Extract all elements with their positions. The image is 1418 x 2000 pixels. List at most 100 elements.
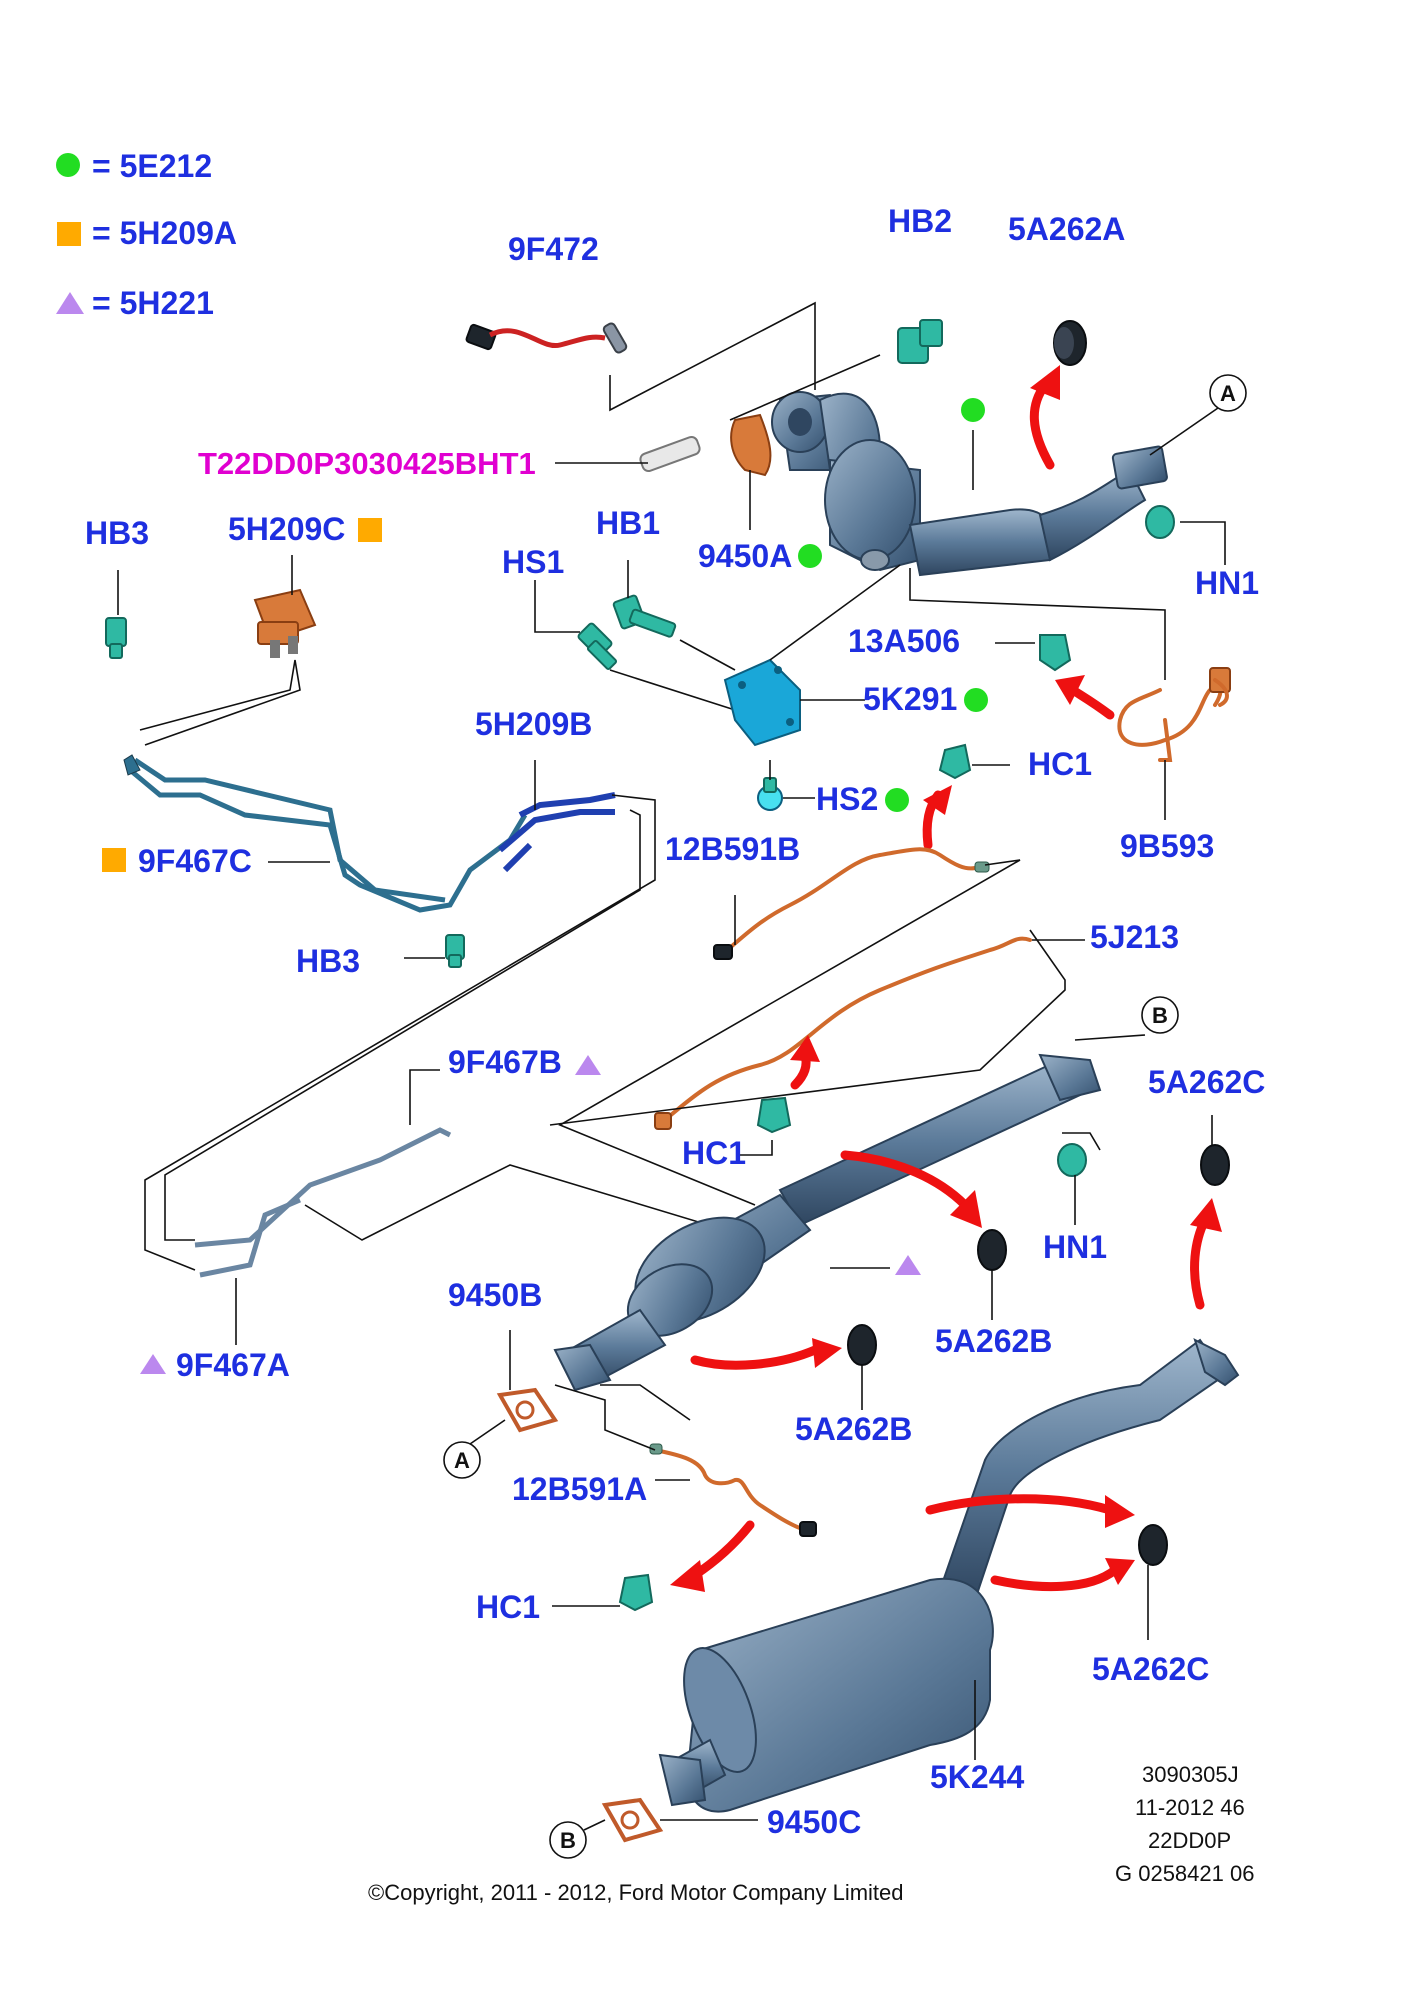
label-HN1-top: HN1 [1195,565,1259,601]
part-9F467B-tube [194,1127,452,1278]
part-9F472-sensor [465,322,628,354]
marker-green-HS2 [885,788,909,812]
arrow-to-5A262C-bottom-2 [990,1558,1135,1592]
label-5J213: 5J213 [1090,919,1179,955]
marker-violet-DPF [895,1255,921,1275]
label-5A262B-left: 5A262B [795,1411,912,1447]
ref-line-2: 11-2012 46 [1135,1795,1245,1820]
marker-green-5K291 [964,688,988,712]
label-5A262C-bottom: 5A262C [1092,1651,1209,1687]
part-HC1-mid-clip [756,1096,792,1134]
label-HC1-top: HC1 [1028,746,1092,782]
label-5H209B: 5H209B [475,706,592,742]
marker-violet-9F467A [140,1354,166,1374]
part-HN1-mid-hanger [1057,1143,1087,1177]
part-9F467C-tubes [123,754,528,913]
part-13A506-clip [1039,634,1072,672]
part-5K291-bracket [723,658,801,747]
part-catalytic-converter [771,391,1168,577]
marker-orange-9F467C [102,848,126,872]
part-HC1-top-clip [938,743,972,780]
arrow-to-5A262B-left [690,1338,842,1370]
marker-orange-5H209C [358,518,382,542]
arrow-to-5A262C-bottom-1 [925,1494,1135,1528]
leader-bracket-9F472 [609,301,816,412]
label-HB1: HB1 [596,505,660,541]
legend-5H221: = 5H221 [92,285,214,321]
part-9450C-gasket [601,1797,664,1843]
arrow-to-13A506 [1055,675,1115,720]
part-5A262B-left-mount [847,1324,877,1366]
legend: = 5E212 = 5H209A = 5H221 [56,148,237,321]
part-5A262B-right-mount [977,1229,1007,1271]
part-DPF-mid-pipe [553,1053,1102,1392]
svg-text:B: B [1152,1003,1168,1028]
legend-green-dot-icon [56,153,80,177]
legend-5E212: = 5E212 [92,148,212,184]
part-5K244-rear-muffler [658,1338,1240,1813]
label-5K244: 5K244 [930,1759,1025,1795]
label-9450A: 9450A [698,538,792,574]
part-12B591A-sensor [649,1443,817,1537]
arrow-to-5A262A [1029,365,1060,470]
label-5H209C: 5H209C [228,511,345,547]
part-12B591B-sensor [713,847,990,960]
part-HB3-top-bolt [105,617,127,659]
marker-violet-9F467B [575,1055,601,1075]
label-9450B: 9450B [448,1277,542,1313]
part-HB3-bottom-bolt [445,934,465,968]
arrow-to-HC1-top [922,785,952,850]
legend-orange-square-icon [57,222,81,246]
connector-B-top: B [1141,996,1179,1034]
ref-line-3: 22DD0P [1148,1828,1231,1853]
label-HB3-bottom: HB3 [296,943,360,979]
label-9B593: 9B593 [1120,828,1214,864]
label-9F467A: 9F467A [176,1347,290,1383]
arrow-to-5A262B-right [840,1150,982,1228]
part-HB1-bolt [612,594,677,638]
part-HN1-top-hanger [1145,505,1175,539]
part-9450B-gasket [496,1387,559,1433]
label-HS1: HS1 [502,544,564,580]
part-5H209B-tubes [498,792,616,873]
part-9450A-gasket [730,413,772,477]
ref-line-4: G 0258421 06 [1115,1861,1254,1886]
arrow-to-HC1-bottom [670,1520,755,1592]
marker-green-9450A [798,544,822,568]
legend-5H209A: = 5H209A [92,215,237,251]
label-9F472: 9F472 [508,231,599,267]
label-HB3-top: HB3 [85,515,149,551]
marker-green-pipe [961,398,985,422]
part-HS2-stud [757,777,783,811]
label-5A262B-right: 5A262B [935,1323,1052,1359]
part-HS1-stud [577,622,618,671]
label-HC1-bottom: HC1 [476,1589,540,1625]
part-9B593-sensor [1117,667,1231,762]
label-HC1-mid: HC1 [682,1135,746,1171]
connector-A-top: A [1149,374,1247,456]
label-13A506: 13A506 [848,623,960,659]
svg-text:A: A [1220,381,1236,406]
label-HN1-mid: HN1 [1043,1229,1107,1265]
label-HB2: HB2 [888,203,952,239]
part-5A262C-top-mount [1200,1144,1230,1186]
svg-text:A: A [454,1448,470,1473]
connector-B-bottom: B [549,1819,606,1859]
label-9F467B: 9F467B [448,1044,562,1080]
label-5K291: 5K291 [863,681,957,717]
connector-A-bottom: A [443,1419,506,1479]
part-5H209C-sensor [253,588,317,658]
label-9F467C: 9F467C [138,843,252,879]
label-12B591A: 12B591A [512,1471,647,1507]
label-HS2: HS2 [816,781,878,817]
part-5A262C-bottom-mount [1138,1524,1168,1566]
label-12B591B: 12B591B [665,831,800,867]
copyright-text: ©Copyright, 2011 - 2012, Ford Motor Comp… [368,1880,904,1905]
svg-text:B: B [560,1828,576,1853]
label-T22DD0P3030425BHT1: T22DD0P3030425BHT1 [198,446,536,481]
arrow-to-5A262C-top [1190,1198,1222,1310]
legend-violet-triangle-icon [56,292,84,314]
part-5J213-sensor [654,936,1032,1130]
part-5A262A-mount [1053,320,1087,366]
